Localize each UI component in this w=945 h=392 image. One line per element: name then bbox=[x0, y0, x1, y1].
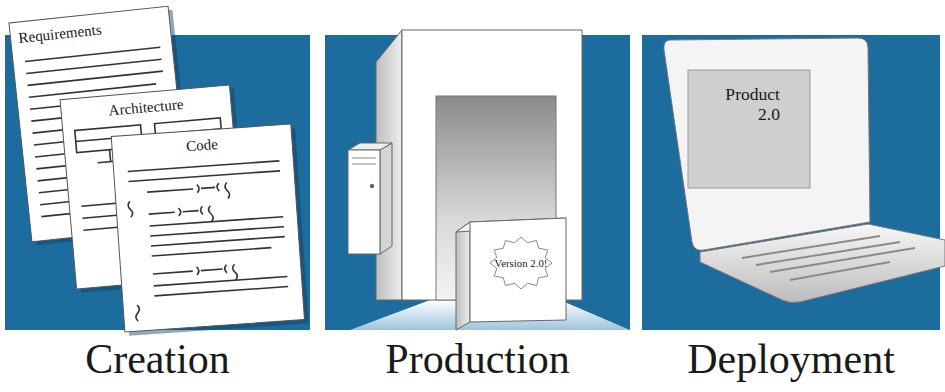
laptop-lid bbox=[664, 38, 870, 250]
document-title: Requirements bbox=[17, 14, 139, 52]
version-badge: Version 2.0! bbox=[493, 247, 549, 279]
stage-panel: Deployment Product 2.0 bbox=[642, 0, 940, 392]
node-label: Code bbox=[122, 132, 283, 160]
building-door bbox=[436, 96, 556, 300]
stage-caption: Production bbox=[385, 334, 569, 384]
server-top bbox=[348, 143, 392, 150]
server-button bbox=[370, 184, 374, 188]
server-side bbox=[380, 143, 392, 254]
laptop-keyboard bbox=[742, 236, 915, 280]
stage-panel: Creation RequirementsArchitectureCode bbox=[5, 0, 310, 392]
stage-caption: Deployment bbox=[687, 334, 895, 384]
screen-text: Product 2.0 bbox=[700, 82, 780, 126]
server-front bbox=[348, 150, 380, 254]
laptop-screen bbox=[688, 70, 810, 188]
starburst bbox=[490, 237, 552, 289]
node-label: Requirements bbox=[18, 18, 139, 48]
node-label: Product 2.0 bbox=[700, 84, 780, 124]
node-label: Version 2.0! bbox=[493, 257, 549, 269]
document-title: Code bbox=[121, 129, 282, 164]
box-front bbox=[470, 218, 566, 322]
stage-caption: Creation bbox=[85, 334, 230, 384]
stage-panel: Production Version 2.0! bbox=[325, 0, 630, 392]
box-side bbox=[456, 222, 470, 330]
document-title: Architecture bbox=[70, 90, 222, 127]
node-label: Architecture bbox=[71, 93, 222, 123]
code-paper bbox=[111, 124, 309, 336]
